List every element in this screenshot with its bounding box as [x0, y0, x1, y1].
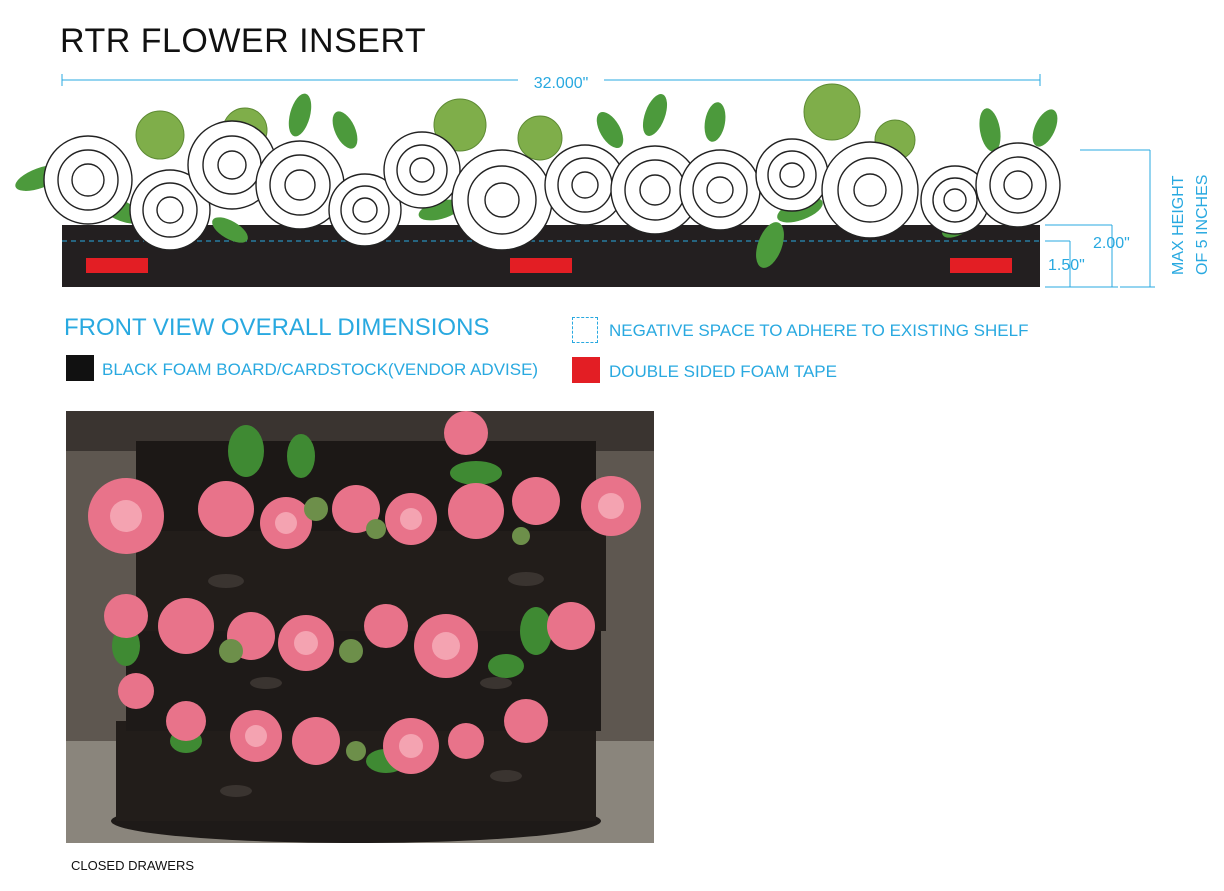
width-label: 32.000": [534, 75, 589, 92]
max-height-line2: OF 5 INCHES: [1194, 175, 1211, 275]
black-foam-board: [62, 225, 1040, 287]
front-view-drawing: 32.000": [15, 70, 1211, 288]
black-board-label: BLACK FOAM BOARD/CARDSTOCK(VENDOR ADVISE…: [102, 360, 539, 379]
height-label-2in: 2.00": [1093, 235, 1130, 252]
height-dimensions: [1045, 149, 1155, 288]
negative-space-label: NEGATIVE SPACE TO ADHERE TO EXISTING SHE…: [609, 321, 1029, 340]
foam-tape-center: [510, 258, 572, 273]
foam-tape-label: DOUBLE SIDED FOAM TAPE: [609, 362, 837, 381]
foam-tape-right: [950, 258, 1012, 273]
foam-tape-left: [86, 258, 148, 273]
width-dimension: 32.000": [61, 70, 1041, 92]
legend-heading: FRONT VIEW OVERALL DIMENSIONS: [64, 314, 490, 341]
product-photo: [66, 411, 654, 843]
black-board-swatch: [66, 355, 94, 381]
photo-caption: CLOSED DRAWERS: [71, 858, 195, 873]
negative-space-swatch: [572, 317, 598, 343]
max-height-line1: MAX HEIGHT: [1170, 175, 1187, 275]
flower-garland: [15, 83, 1061, 268]
foam-tape-swatch: [572, 357, 600, 383]
height-label-1-5in: 1.50": [1048, 257, 1085, 274]
page-title: RTR FLOWER INSERT: [60, 22, 427, 60]
